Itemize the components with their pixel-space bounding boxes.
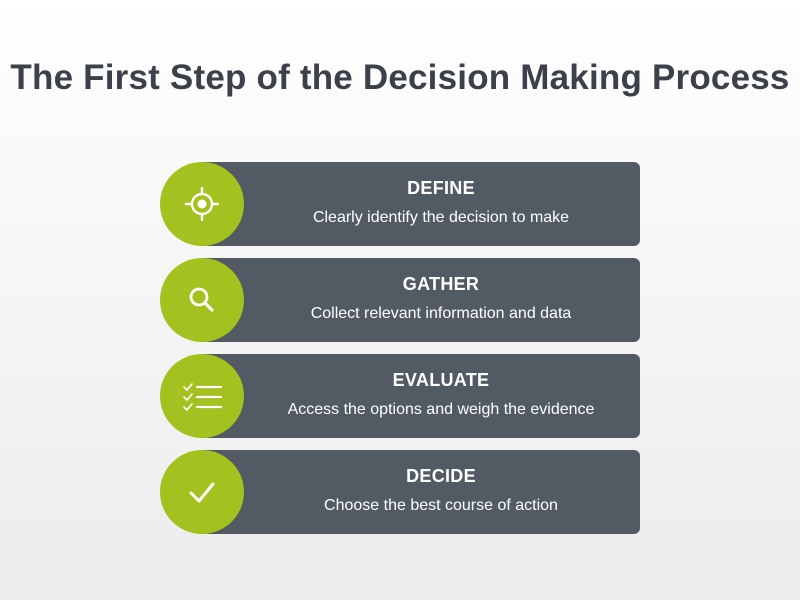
step-badge <box>160 258 244 342</box>
step-description: Choose the best course of action <box>324 497 558 514</box>
step-evaluate: EVALUATE Access the options and weigh th… <box>160 354 640 438</box>
step-card: EVALUATE Access the options and weigh th… <box>200 354 640 438</box>
step-title: GATHER <box>402 274 480 294</box>
checklist-icon <box>183 383 222 411</box>
step-title: DEFINE <box>407 178 475 198</box>
step-gather: GATHER Collect relevant information and … <box>160 258 640 342</box>
target-icon <box>184 186 220 222</box>
step-card: DEFINE Clearly identify the decision to … <box>200 162 640 246</box>
step-card: DECIDE Choose the best course of action <box>200 450 640 534</box>
step-title: DECIDE <box>406 466 476 486</box>
page-title: The First Step of the Decision Making Pr… <box>10 58 790 97</box>
step-define: DEFINE Clearly identify the decision to … <box>160 162 640 246</box>
step-title: EVALUATE <box>392 370 490 390</box>
step-card: GATHER Collect relevant information and … <box>200 258 640 342</box>
step-description: Collect relevant information and data <box>310 305 572 322</box>
step-description: Access the options and weigh the evidenc… <box>287 401 595 418</box>
step-badge <box>160 450 244 534</box>
step-description: Clearly identify the decision to make <box>312 209 570 226</box>
search-icon <box>189 287 214 312</box>
step-badge <box>160 162 244 246</box>
checkmark-icon <box>189 482 215 503</box>
step-decide: DECIDE Choose the best course of action <box>160 450 640 534</box>
step-badge <box>160 354 244 438</box>
